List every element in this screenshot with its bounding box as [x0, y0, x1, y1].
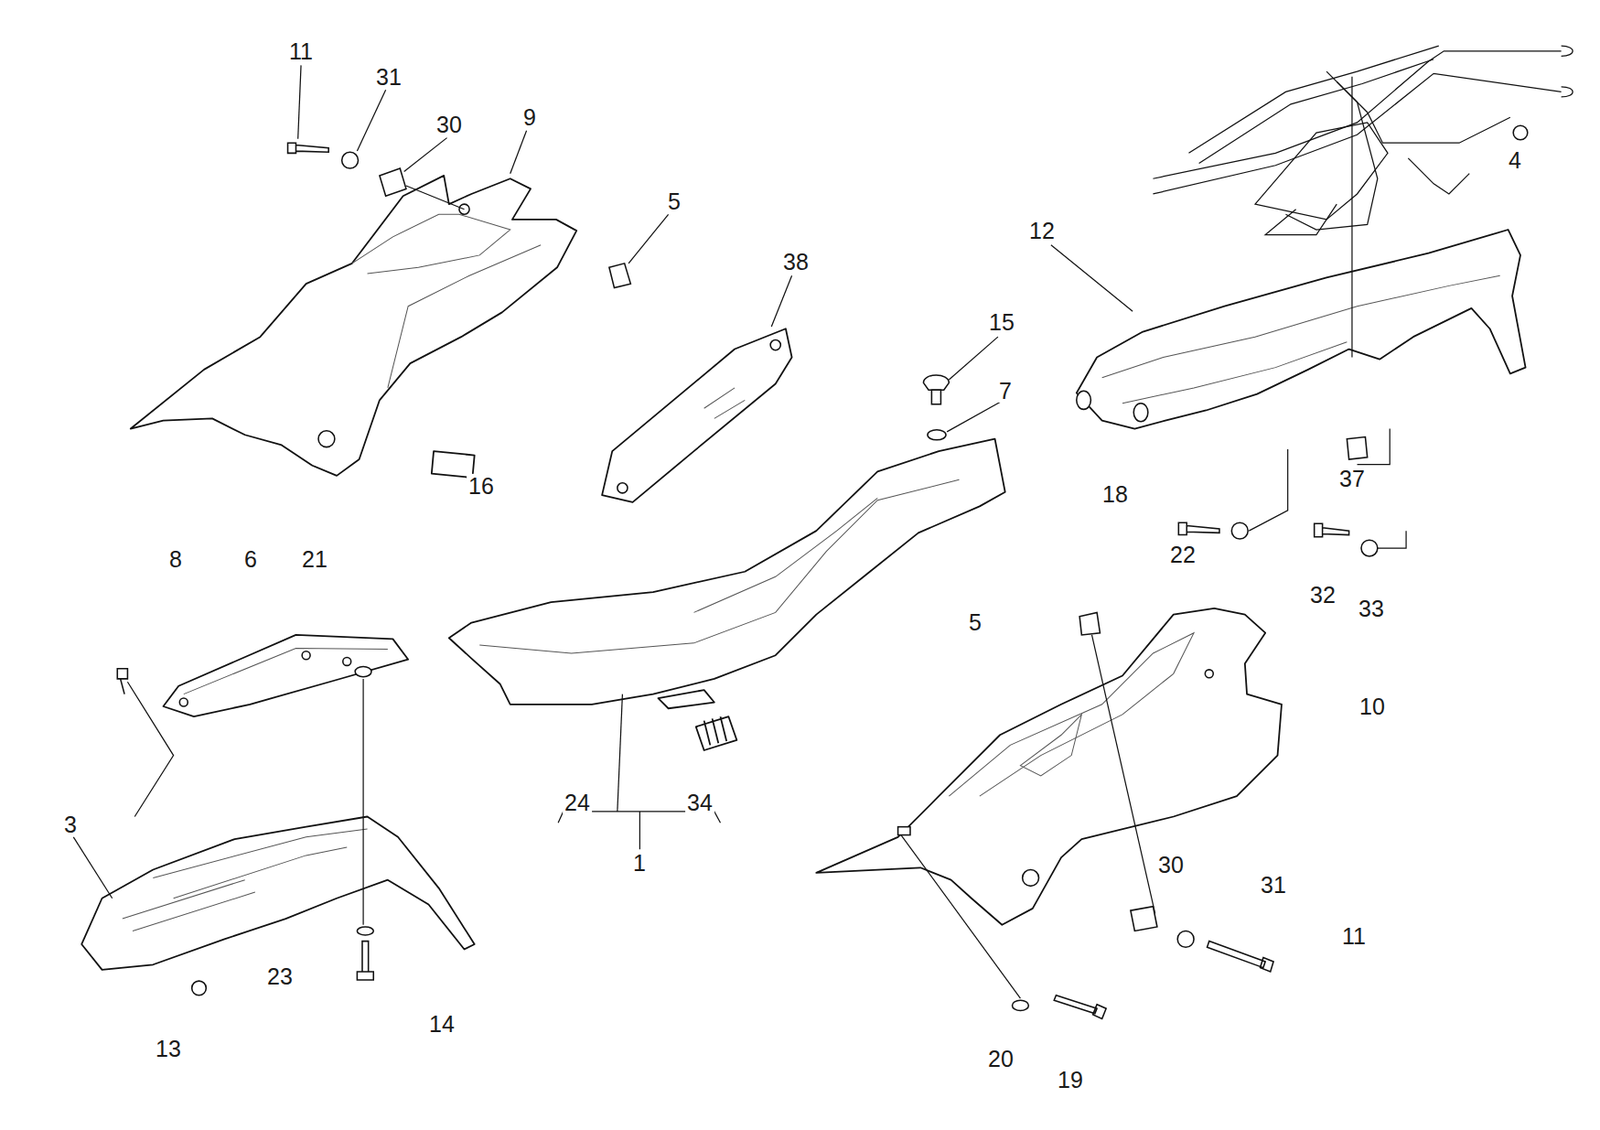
callout-number: 8: [167, 547, 184, 571]
callout-number: 30: [1156, 852, 1186, 877]
callout-number: 30: [434, 112, 464, 137]
callout-number: 13: [153, 1036, 183, 1061]
callout-number: 15: [987, 310, 1017, 334]
right-side-panel: [816, 608, 1282, 925]
plate: [601, 328, 792, 503]
callout-number: 10: [1357, 694, 1387, 719]
front-fender: [81, 816, 474, 970]
left-side-panel: [130, 175, 577, 476]
callout-number: 37: [1337, 466, 1367, 491]
callout-number: 20: [986, 1046, 1016, 1071]
rubber-block: [696, 716, 738, 751]
bracket: [162, 634, 409, 717]
callout-number: 21: [300, 547, 330, 571]
callout-number: 12: [1027, 218, 1057, 243]
callout-number: 34: [685, 790, 715, 815]
callout-number: 14: [427, 1011, 457, 1036]
callout-number: 23: [265, 964, 295, 988]
callout-number: 32: [1308, 582, 1338, 607]
callout-number: 1: [631, 850, 648, 875]
callout-number: 11: [287, 39, 315, 64]
leader-lines: [73, 64, 1407, 999]
callout-number: 9: [521, 105, 538, 129]
callout-number: 38: [781, 249, 811, 274]
callout-number: 11: [1340, 923, 1368, 948]
callout-number: 5: [966, 610, 984, 634]
callout-number: 18: [1100, 482, 1130, 506]
rear-subframe: [1152, 45, 1573, 235]
callout-number: 5: [665, 189, 683, 214]
seat: [449, 439, 1006, 709]
callout-number: 19: [1055, 1067, 1085, 1092]
callout-number: 16: [466, 473, 496, 498]
rear-fender: [1076, 229, 1526, 430]
callout-number: 7: [997, 378, 1014, 403]
callout-number: 4: [1506, 148, 1524, 172]
callout-number: 31: [374, 64, 404, 89]
hardware: [117, 125, 1528, 1019]
callout-number: 6: [242, 547, 259, 571]
callout-number: 24: [562, 790, 592, 815]
callout-number: 33: [1356, 596, 1386, 621]
callout-number: 3: [62, 812, 79, 837]
callout-number: 31: [1258, 872, 1289, 897]
callout-number: 22: [1168, 542, 1198, 567]
